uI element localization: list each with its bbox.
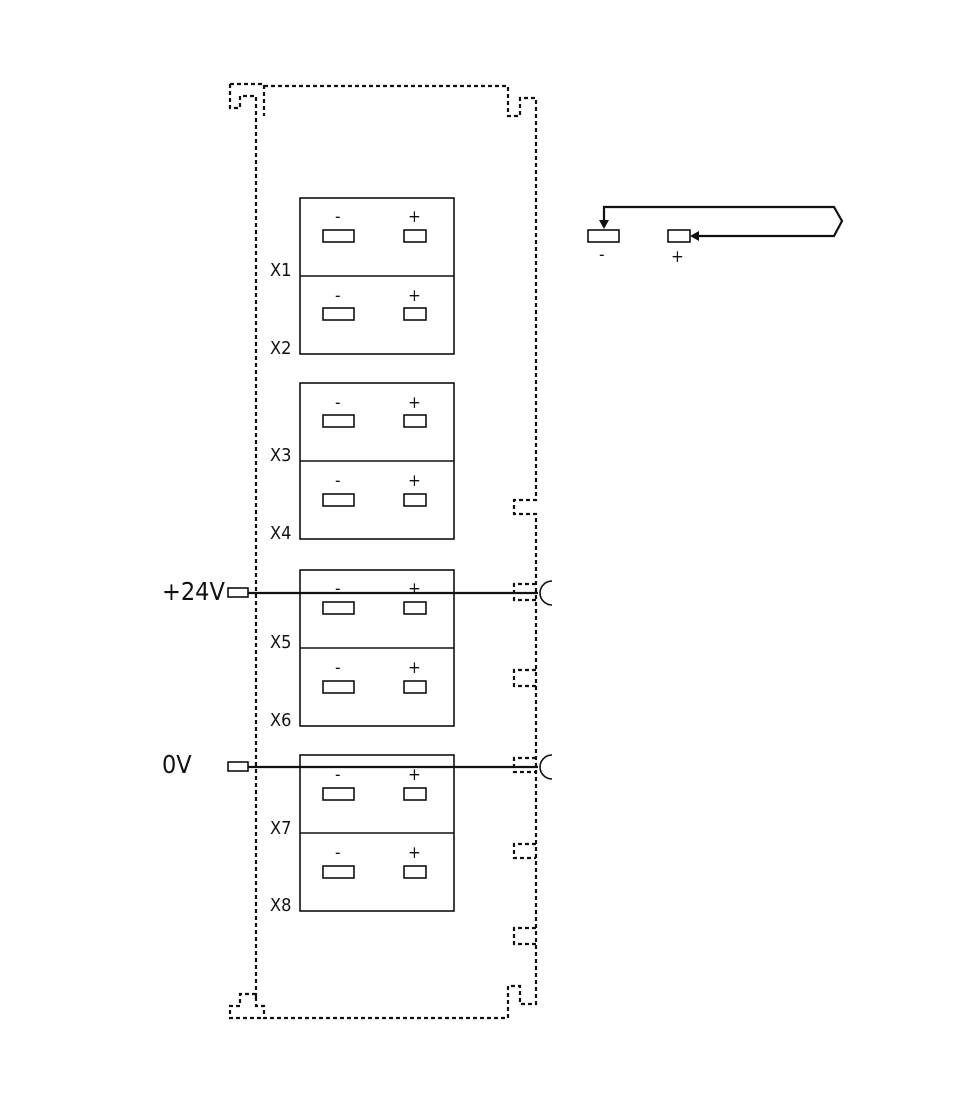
minus-terminal-label: - — [335, 765, 341, 785]
minus-terminal-label: - — [335, 393, 341, 413]
port-label: X5 — [270, 632, 291, 653]
minus-terminal-label: - — [335, 658, 341, 678]
port-x4: X4 - + — [270, 471, 427, 544]
port-label: X6 — [270, 710, 291, 731]
port-x8: X8 - + — [270, 843, 427, 916]
arrow-to-plus-icon — [690, 231, 699, 241]
minus-terminal — [322, 680, 355, 694]
supply-0v-terminal — [227, 761, 249, 772]
plus-terminal-label: + — [408, 579, 421, 599]
plus-terminal-label: + — [408, 393, 421, 413]
minus-terminal-label: - — [335, 207, 341, 227]
port-x2: X2 - + — [270, 286, 427, 359]
plus-terminal — [403, 493, 427, 507]
port-label: X1 — [270, 260, 291, 281]
module-housing-notches — [512, 582, 536, 946]
plus-terminal-label: + — [408, 658, 421, 678]
port-label: X2 — [270, 338, 291, 359]
port-x1: X1 - + — [270, 207, 427, 281]
port-label: X7 — [270, 818, 291, 839]
legend-minus-label: - — [599, 245, 605, 265]
arrow-to-minus-icon — [599, 220, 609, 229]
plus-terminal — [403, 601, 427, 615]
supply-0v-contact — [539, 754, 553, 780]
plus-terminal-label: + — [408, 471, 421, 491]
plus-terminal-label: + — [408, 843, 421, 863]
module-housing-outline — [228, 82, 538, 1020]
plus-terminal — [403, 414, 427, 428]
connector-block-x5-x6 — [299, 569, 455, 727]
sensor-wiring-legend: - + — [587, 205, 844, 267]
supply-24v-contact — [539, 580, 553, 606]
plus-terminal — [403, 865, 427, 879]
plus-terminal-label: + — [408, 207, 421, 227]
port-x7: X7 - + — [270, 765, 427, 839]
minus-terminal — [322, 229, 355, 243]
minus-terminal — [322, 787, 355, 801]
legend-plus-terminal — [667, 229, 691, 243]
plus-terminal — [403, 229, 427, 243]
supply-0v: 0V — [162, 750, 553, 780]
minus-terminal-label: - — [335, 286, 341, 306]
minus-terminal-label: - — [335, 471, 341, 491]
legend-plus-label: + — [671, 247, 684, 267]
minus-terminal — [322, 865, 355, 879]
plus-terminal — [403, 680, 427, 694]
plus-terminal-label: + — [408, 286, 421, 306]
connector-block-x1-x2 — [299, 197, 455, 355]
port-x6: X6 - + — [270, 658, 427, 731]
minus-terminal — [322, 493, 355, 507]
port-label: X4 — [270, 523, 291, 544]
minus-terminal-label: - — [335, 579, 341, 599]
minus-terminal — [322, 414, 355, 428]
plus-terminal-label: + — [408, 765, 421, 785]
minus-terminal — [322, 307, 355, 321]
minus-terminal-label: - — [335, 843, 341, 863]
supply-24v: +24V — [162, 577, 553, 606]
port-label: X8 — [270, 895, 291, 916]
sensor-loop-wire — [602, 205, 844, 238]
supply-24v-terminal — [227, 587, 249, 598]
supply-24v-label: +24V — [162, 577, 225, 606]
plus-terminal — [403, 787, 427, 801]
connector-block-x3-x4 — [299, 382, 455, 540]
supply-0v-label: 0V — [162, 750, 192, 779]
port-x5: X5 - + — [270, 579, 427, 653]
legend-minus-terminal — [587, 229, 620, 243]
port-x3: X3 - + — [270, 393, 427, 466]
minus-terminal — [322, 601, 355, 615]
port-label: X3 — [270, 445, 291, 466]
connector-block-x7-x8 — [299, 754, 455, 912]
plus-terminal — [403, 307, 427, 321]
